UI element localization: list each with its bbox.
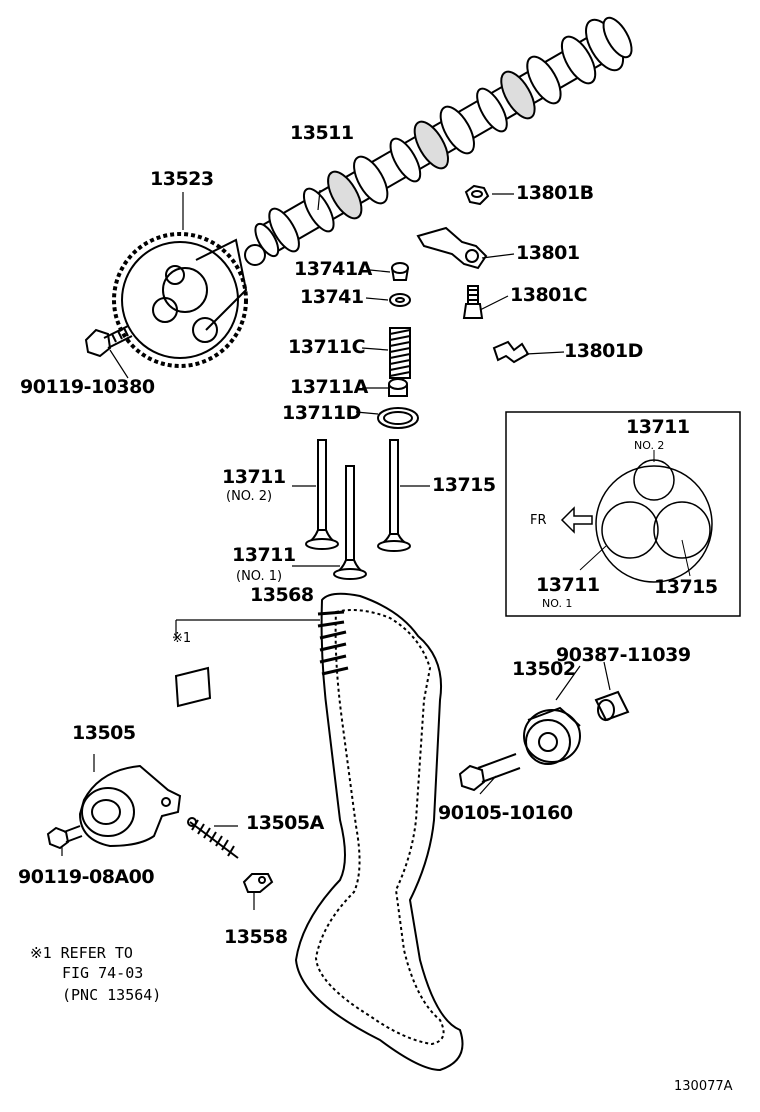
label-washer: 13711D: [282, 402, 361, 424]
note-line-2: FIG 74-03: [62, 964, 144, 982]
label-clip: 13801D: [564, 340, 643, 362]
inset-note-no1: NO. 1: [542, 597, 573, 610]
label-adjust-screw: 13801C: [510, 284, 588, 306]
valve-layout-inset: [505, 411, 741, 617]
camshaft-part: [244, 16, 633, 266]
retainer-hole: [395, 297, 405, 303]
label-cam-gear: 13523: [150, 168, 214, 190]
washer-hole: [383, 411, 413, 425]
exhaust-valve-part: [377, 439, 411, 552]
idler-bolt-part: [458, 753, 521, 792]
label-valve-no1-note: (NO. 1): [236, 569, 283, 584]
valve-spring-part: [389, 327, 411, 379]
label-valve-no2-note: (NO. 2): [226, 489, 273, 504]
tensioner-part: [78, 764, 182, 848]
label-valve-no1: 13711: [232, 544, 296, 566]
inset-note-no2: NO. 2: [634, 439, 665, 452]
label-tensioner-bolt: 90119-08A00: [18, 866, 155, 888]
label-idler-collar: 90387-11039: [556, 644, 691, 666]
label-idler: 13502: [512, 658, 576, 680]
nut-part: [464, 184, 490, 206]
label-valve-no2: 13711: [222, 466, 286, 488]
label-timing-belt: 13568: [250, 584, 314, 606]
ref-sheet-icon: [174, 666, 212, 708]
idler-pulley-part: [523, 706, 581, 765]
retainer-lock-part: [391, 262, 409, 274]
bracket-part: [242, 873, 274, 893]
label-nut: 13801B: [516, 182, 594, 204]
label-bracket: 13558: [224, 926, 288, 948]
label-retainer: 13741: [300, 286, 364, 308]
inset-label-exhaust: 13715: [654, 576, 718, 598]
spring-seat-part: [388, 378, 408, 397]
note-line-1: ※1 REFER TO: [30, 944, 133, 962]
rocker-arm-part: [416, 226, 488, 270]
label-tensioner-spring: 13505A: [246, 812, 324, 834]
label-spring-seat: 13711A: [290, 376, 368, 398]
front-arrow-icon: [560, 506, 593, 534]
label-tensioner: 13505: [72, 722, 136, 744]
retainer-lock-body: [391, 267, 409, 281]
retainer-part: [389, 293, 411, 307]
label-gear-bolt: 90119-10380: [20, 376, 155, 398]
label-spring: 13711C: [288, 336, 366, 358]
cam-gear-part: [112, 232, 248, 368]
label-camshaft: 13511: [290, 122, 354, 144]
timing-belt-part: [294, 592, 464, 1072]
idler-collar-part: [594, 690, 630, 722]
valve-no1-part: [333, 465, 367, 580]
label-rocker: 13801: [516, 242, 580, 264]
washer-part: [377, 407, 419, 429]
figure-id: 130077A: [674, 1079, 733, 1094]
inset-label-no2: 13711: [626, 416, 690, 438]
note-line-3: (PNC 13564): [62, 986, 162, 1004]
label-idler-bolt: 90105-10160: [438, 802, 573, 824]
clip-part: [492, 340, 530, 364]
valve-no2-part: [305, 439, 339, 550]
inset-label-no1: 13711: [536, 574, 600, 596]
label-retainer-lock: 13741A: [294, 258, 372, 280]
label-exhaust-valve: 13715: [432, 474, 496, 496]
tensioner-spring-part: [187, 817, 239, 859]
gear-bolt-part: [84, 325, 133, 358]
tensioner-bolt-part: [46, 825, 83, 850]
adjust-screw-part: [462, 285, 484, 319]
inset-fr-label: FR: [530, 513, 547, 528]
leader-lines: [61, 189, 611, 910]
label-ref-mark: ※1: [172, 631, 192, 646]
